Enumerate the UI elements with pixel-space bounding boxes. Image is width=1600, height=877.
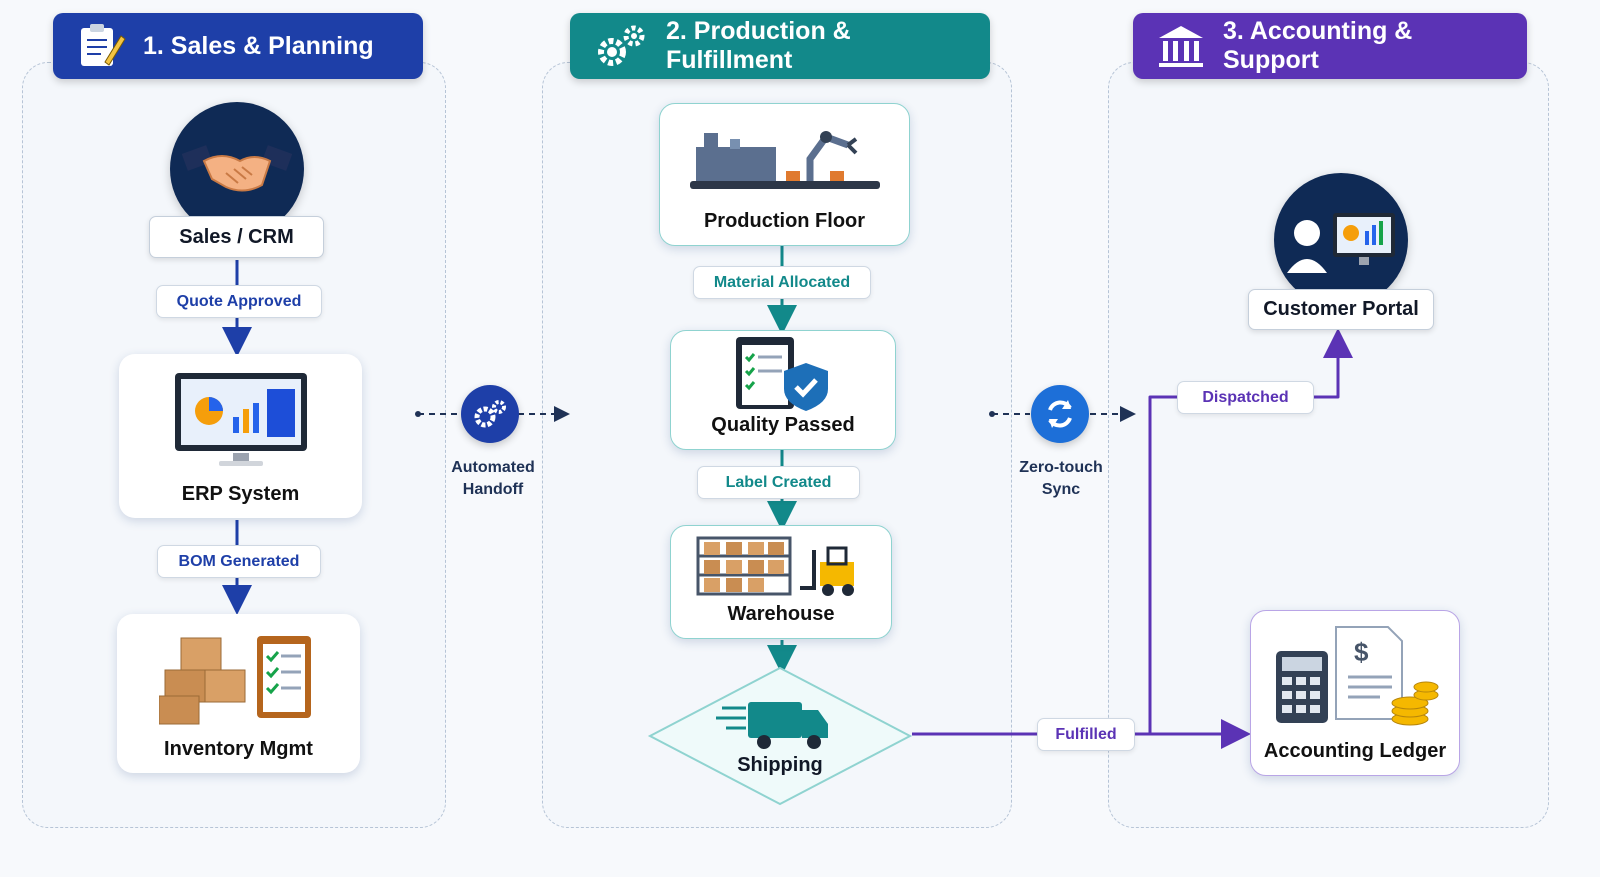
node-customer-portal-label: Customer Portal bbox=[1263, 298, 1419, 320]
node-shipping-label: Shipping bbox=[737, 754, 823, 776]
user-dashboard-icon bbox=[1287, 213, 1395, 273]
ledger-calculator-icon: $ bbox=[1276, 625, 1439, 725]
lane-header-accounting-support: 3. Accounting & Support bbox=[1133, 13, 1527, 79]
edge-label-text: Fulfilled bbox=[1055, 725, 1117, 743]
edge-label-text: Material Allocated bbox=[713, 273, 851, 291]
node-warehouse[interactable]: Warehouse bbox=[670, 525, 892, 639]
node-shipping-shape[interactable] bbox=[646, 664, 914, 808]
edge-label-label-created: Label Created bbox=[697, 466, 860, 499]
hub-label-line: Zero-touch bbox=[1019, 459, 1103, 476]
node-accounting-ledger[interactable]: $ Accounting Ledger bbox=[1250, 610, 1460, 776]
edge-label-quote-approved: Quote Approved bbox=[156, 285, 322, 318]
edge-label-bom-generated: BOM Generated bbox=[157, 545, 321, 578]
lane-title: 3. Accounting & Support bbox=[1223, 17, 1413, 74]
hub-zero-touch-sync[interactable] bbox=[1031, 385, 1089, 443]
lane-title: 1. Sales & Planning bbox=[143, 31, 374, 60]
gears-icon bbox=[474, 400, 506, 428]
lane-header-production-fulfillment: 2. Production & Fulfillment bbox=[570, 13, 990, 79]
edge-label-text: Dispatched bbox=[1202, 388, 1289, 406]
edge-label-text: BOM Generated bbox=[178, 552, 300, 570]
node-quality-label: Quality Passed bbox=[711, 414, 855, 436]
hub-automated-label: Automated Handoff bbox=[433, 457, 553, 501]
edge-label-text: Label Created bbox=[725, 473, 832, 491]
hub-sync-label: Zero-touch Sync bbox=[1001, 457, 1121, 501]
truck-icon bbox=[716, 702, 828, 749]
hub-label-line: Sync bbox=[1041, 481, 1081, 498]
inventory-boxes-icon bbox=[158, 636, 311, 725]
monitor-icon bbox=[174, 372, 307, 466]
clipboard-icon bbox=[81, 24, 126, 66]
warehouse-forklift-icon bbox=[696, 536, 854, 596]
hub-automated-handoff[interactable] bbox=[461, 385, 519, 443]
node-warehouse-label: Warehouse bbox=[727, 603, 835, 625]
handshake-avatar bbox=[170, 102, 304, 236]
factory-robot-icon bbox=[689, 131, 880, 189]
bank-icon bbox=[1159, 26, 1203, 67]
hub-label-line: Automated bbox=[451, 459, 535, 476]
node-production-label: Production Floor bbox=[703, 210, 866, 232]
node-erp-system[interactable]: ERP System bbox=[119, 354, 362, 518]
edge-label-text: Quote Approved bbox=[176, 292, 302, 310]
handshake-icon bbox=[182, 145, 292, 192]
sync-icon bbox=[1048, 400, 1072, 428]
node-ledger-label: Accounting Ledger bbox=[1263, 740, 1447, 762]
gears-icon bbox=[598, 25, 645, 66]
lane-title: 2. Production & Fulfillment bbox=[666, 17, 851, 74]
edge-label-dispatched: Dispatched bbox=[1177, 381, 1314, 414]
customer-portal-avatar bbox=[1274, 173, 1408, 307]
node-inventory-label: Inventory Mgmt bbox=[164, 738, 313, 760]
node-erp-label: ERP System bbox=[181, 483, 300, 505]
node-customer-portal[interactable]: Customer Portal bbox=[1248, 289, 1434, 330]
node-sales-crm-label: Sales / CRM bbox=[179, 225, 294, 248]
quality-shield-icon bbox=[736, 336, 828, 411]
edge-label-material-allocated: Material Allocated bbox=[693, 266, 871, 299]
node-inventory-mgmt[interactable]: Inventory Mgmt bbox=[117, 614, 360, 773]
node-quality-passed[interactable]: Quality Passed bbox=[670, 330, 896, 450]
svg-text:$: $ bbox=[1354, 637, 1369, 667]
node-production-floor[interactable]: Production Floor bbox=[659, 103, 910, 246]
hub-label-line: Handoff bbox=[462, 481, 524, 498]
lane-header-sales-planning: 1. Sales & Planning bbox=[53, 13, 423, 79]
node-sales-crm[interactable]: Sales / CRM bbox=[149, 216, 324, 258]
edge-label-fulfilled: Fulfilled bbox=[1037, 718, 1135, 751]
